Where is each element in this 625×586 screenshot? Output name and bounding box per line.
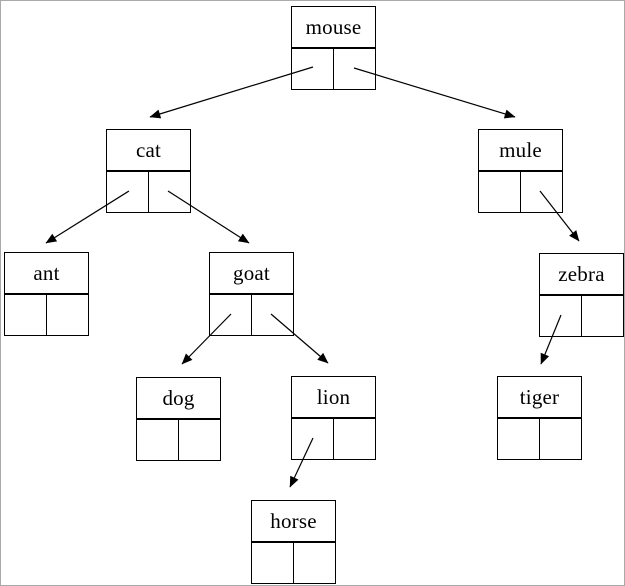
- right-pointer-cell-tiger: [539, 419, 581, 459]
- tree-node-zebra: zebra: [539, 253, 624, 337]
- edge-mouse-right-to-mule: [353, 67, 516, 119]
- right-pointer-cell-ant: [46, 295, 88, 335]
- node-label-mule: mule: [478, 129, 563, 171]
- node-pointer-cells-mule: [478, 171, 563, 213]
- tree-node-tiger: tiger: [497, 376, 582, 460]
- tree-node-lion: lion: [291, 376, 376, 460]
- node-pointer-cells-tiger: [497, 418, 582, 460]
- node-label-zebra: zebra: [539, 253, 624, 295]
- node-pointer-cells-ant: [4, 294, 89, 336]
- left-pointer-cell-dog: [137, 420, 178, 460]
- right-pointer-cell-cat: [148, 172, 190, 212]
- node-label-horse: horse: [251, 500, 336, 542]
- node-label-mouse: mouse: [291, 6, 376, 48]
- node-label-ant: ant: [4, 252, 89, 294]
- node-pointer-cells-dog: [136, 419, 221, 461]
- node-pointer-cells-mouse: [291, 48, 376, 90]
- tree-node-cat: cat: [106, 129, 191, 213]
- tree-node-ant: ant: [4, 252, 89, 336]
- node-pointer-cells-lion: [291, 418, 376, 460]
- node-label-goat: goat: [209, 252, 294, 294]
- left-pointer-cell-zebra: [540, 296, 581, 336]
- right-pointer-cell-horse: [293, 543, 335, 583]
- node-label-tiger: tiger: [497, 376, 582, 418]
- node-label-cat: cat: [106, 129, 191, 171]
- right-pointer-cell-mouse: [333, 49, 375, 89]
- left-pointer-cell-ant: [5, 295, 46, 335]
- left-pointer-cell-goat: [210, 295, 251, 335]
- tree-node-goat: goat: [209, 252, 294, 336]
- left-pointer-cell-tiger: [498, 419, 539, 459]
- tree-node-mule: mule: [478, 129, 563, 213]
- tree-node-horse: horse: [251, 500, 336, 584]
- left-pointer-cell-cat: [107, 172, 148, 212]
- tree-node-dog: dog: [136, 377, 221, 461]
- node-pointer-cells-zebra: [539, 295, 624, 337]
- left-pointer-cell-mouse: [292, 49, 333, 89]
- edge-mouse-left-to-cat: [149, 66, 314, 119]
- right-pointer-cell-lion: [333, 419, 375, 459]
- left-pointer-cell-lion: [292, 419, 333, 459]
- node-pointer-cells-goat: [209, 294, 294, 336]
- node-label-lion: lion: [291, 376, 376, 418]
- node-pointer-cells-horse: [251, 542, 336, 584]
- right-pointer-cell-dog: [178, 420, 220, 460]
- node-label-dog: dog: [136, 377, 221, 419]
- right-pointer-cell-mule: [520, 172, 562, 212]
- right-pointer-cell-zebra: [581, 296, 623, 336]
- left-pointer-cell-horse: [252, 543, 293, 583]
- tree-node-mouse: mouse: [291, 6, 376, 90]
- left-pointer-cell-mule: [479, 172, 520, 212]
- right-pointer-cell-goat: [251, 295, 293, 335]
- node-pointer-cells-cat: [106, 171, 191, 213]
